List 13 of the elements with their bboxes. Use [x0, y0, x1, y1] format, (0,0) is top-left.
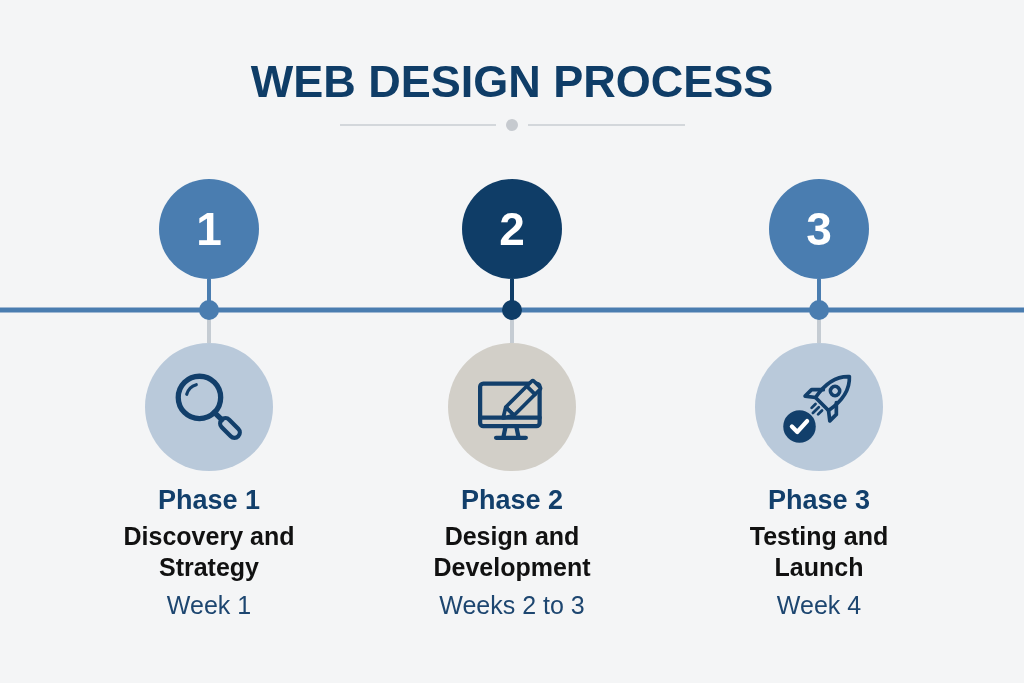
phase-heading: Phase 3	[767, 484, 871, 516]
step-number: 3	[806, 204, 832, 254]
step-number: 2	[499, 204, 525, 254]
phase-duration: Week 4	[776, 590, 862, 621]
phase-title: Testing and Launch	[748, 521, 890, 583]
phase-heading: Phase 1	[157, 484, 261, 516]
phase-heading: Phase 2	[460, 484, 564, 516]
phase-duration: Weeks 2 to 3	[439, 590, 585, 621]
phase-title: Discovery and Strategy	[122, 521, 296, 583]
phase-title: Design and Development	[432, 521, 592, 583]
step-number: 1	[196, 204, 222, 254]
phase-duration: Week 1	[166, 590, 252, 621]
diagram-title: WEB DESIGN PROCESS	[250, 56, 774, 108]
